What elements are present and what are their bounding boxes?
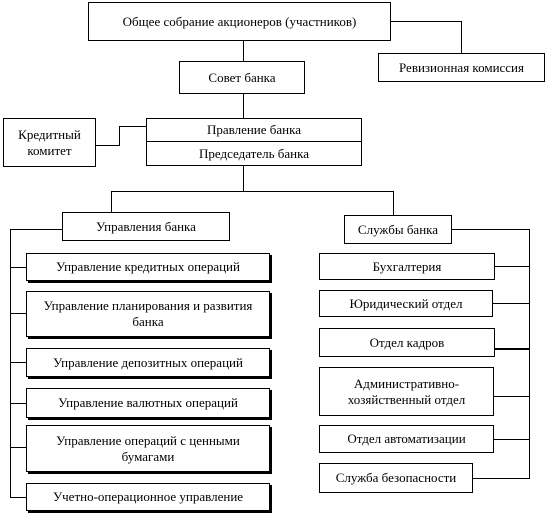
connector-management-split xyxy=(243,166,244,191)
department-item: Управление операций с ценными бумагами xyxy=(26,425,270,472)
connector-shareholders-audit xyxy=(391,21,461,22)
departments-tick-4 xyxy=(10,403,26,404)
services-tick-4 xyxy=(494,396,529,397)
services-bracket-spine xyxy=(529,229,530,479)
connector-to-departments xyxy=(111,191,112,212)
services-title-box: Службы банка xyxy=(344,215,452,244)
connector-audit-vertical xyxy=(461,21,462,53)
connector-credit-committee-a xyxy=(96,145,119,146)
department-item: Управление кредитных операций xyxy=(26,253,270,281)
departments-tick-3 xyxy=(10,362,26,363)
connector-board-management xyxy=(243,94,244,118)
service-item: Юридический отдел xyxy=(319,290,493,317)
connector-credit-committee-c xyxy=(119,126,146,127)
services-tick-6 xyxy=(473,478,529,479)
services-bracket-top xyxy=(452,229,529,230)
services-tick-1 xyxy=(495,266,529,267)
service-item: Бухгалтерия xyxy=(319,253,495,280)
departments-tick-1 xyxy=(10,267,26,268)
departments-tick-5 xyxy=(10,447,26,448)
department-item: Учетно-операционное управление xyxy=(26,483,270,511)
audit-commission-box: Ревизионная комиссия xyxy=(378,53,545,82)
services-tick-2 xyxy=(493,303,529,304)
board-box: Совет банка xyxy=(179,61,305,94)
departments-bracket-spine xyxy=(10,229,11,497)
departments-tick-2 xyxy=(10,313,26,314)
services-tick-5 xyxy=(494,439,529,440)
service-item: Служба безопасности xyxy=(319,463,473,493)
chairman-box: Председатель банка xyxy=(146,141,362,166)
service-item: Административно-хозяйственный отдел xyxy=(319,367,494,416)
connector-shareholders-board xyxy=(243,41,244,61)
connector-split-horizontal xyxy=(111,191,393,192)
department-item: Управление планирования и развития банка xyxy=(26,291,270,337)
credit-committee-box: Кредитный комитет xyxy=(3,118,96,167)
shareholders-box: Общее собрание акционеров (участников) xyxy=(88,2,391,41)
departments-title-box: Управления банка xyxy=(62,212,230,241)
departments-bracket-top xyxy=(10,229,62,230)
department-item: Управление валютных операций xyxy=(26,388,270,418)
department-item: Управление депозитных операций xyxy=(26,348,270,377)
services-tick-3 xyxy=(495,348,529,350)
connector-credit-committee-b xyxy=(119,126,120,146)
management-board-box: Правление банка xyxy=(146,118,362,142)
service-item: Отдел автоматизации xyxy=(319,425,494,453)
departments-tick-6 xyxy=(10,497,26,498)
service-item: Отдел кадров xyxy=(319,328,495,357)
connector-to-services xyxy=(393,191,394,215)
